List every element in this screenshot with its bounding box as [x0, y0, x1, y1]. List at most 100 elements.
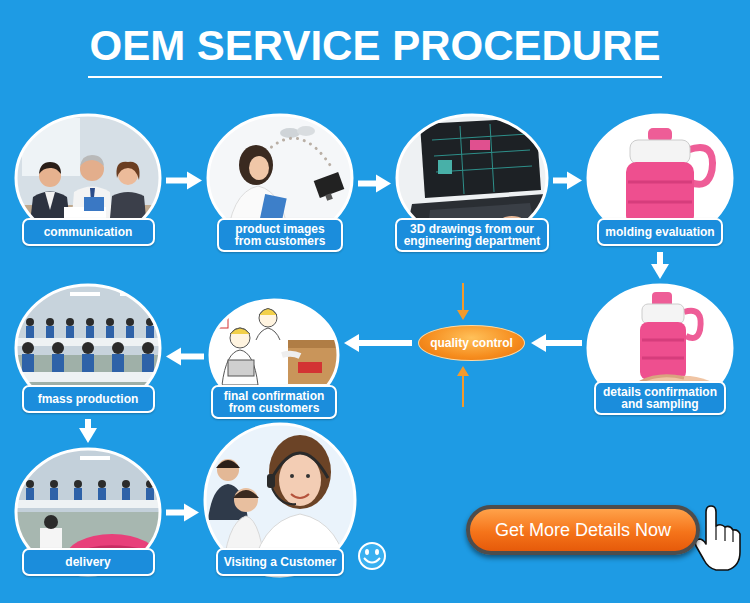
cartoon-picture: [228, 360, 254, 376]
warehouse-photo: [122, 488, 130, 500]
bottle-photo: [626, 162, 694, 226]
step-label: molding evaluation: [597, 218, 723, 246]
flow-arrow: [166, 504, 199, 522]
flow-arrow: [651, 252, 669, 279]
label-text: final confirmation from customers: [216, 390, 332, 414]
photo-frame: [16, 449, 160, 575]
meeting-photo: [10, 110, 170, 250]
factory-photo: [82, 354, 94, 372]
label-text: 3D drawings from our engineering departm…: [400, 223, 544, 247]
customer-photo: [280, 128, 300, 138]
step-label: 3D drawings from our engineering departm…: [395, 218, 549, 252]
meeting-photo: [22, 118, 80, 176]
step-label: delivery: [22, 548, 155, 576]
factory-photo: [10, 280, 170, 420]
sample-photo: [580, 280, 740, 420]
label-text: molding evaluation: [602, 226, 718, 238]
step-label: communication: [22, 218, 155, 246]
step-node: molding evaluation: [588, 115, 732, 246]
meeting-photo: [116, 162, 139, 180]
factory-photo: [86, 318, 94, 326]
meeting-photo: [80, 155, 104, 166]
smiley-icon: [359, 543, 385, 569]
arrow-head: [166, 348, 181, 366]
label-text: product images from customers: [222, 223, 338, 247]
factory-photo: [142, 354, 154, 372]
factory-photo: [46, 318, 54, 326]
step-label: Visiting a Customer: [216, 548, 344, 576]
label-text: quality control: [430, 336, 513, 350]
factory-photo: [22, 354, 34, 372]
flow-arrow: [358, 175, 391, 193]
warehouse-photo: [122, 480, 130, 488]
factory-photo: [82, 342, 94, 354]
quality-control-ellipse: quality control: [418, 325, 525, 361]
factory-photo: [112, 354, 124, 372]
factory-photo: [70, 292, 100, 296]
step-label: fmass production: [22, 385, 155, 413]
flow-arrow: [553, 172, 582, 190]
warehouse-photo: [98, 488, 106, 500]
feed-arrow: [457, 310, 469, 320]
flow-arrow: [166, 172, 202, 190]
warehouse-photo: [14, 500, 164, 508]
warehouse-photo: [74, 488, 82, 500]
call-center-photo: [200, 420, 360, 582]
smiley-icon: [365, 549, 369, 555]
arrow-head: [567, 172, 582, 190]
factory-photo: [86, 326, 94, 338]
factory-photo: [10, 355, 170, 420]
cartoon-picture: [288, 340, 340, 348]
arrow-head: [79, 428, 97, 443]
arrow-shaft: [543, 340, 582, 346]
feed-arrow: [462, 283, 464, 312]
step-node: final confirmation from customers: [210, 300, 338, 419]
factory-photo: [146, 326, 154, 338]
bottle-photo: [628, 182, 692, 202]
laptop-photo: [432, 124, 532, 194]
call-center-photo: [200, 420, 360, 580]
cartoon-picture: [222, 350, 258, 385]
sample-photo: [642, 340, 684, 358]
factory-photo: [112, 342, 124, 354]
warehouse-photo: [26, 488, 154, 500]
meeting-photo: [84, 197, 104, 211]
factory-photo: [22, 326, 154, 372]
call-center-photo: [267, 474, 275, 488]
sample-photo: [640, 322, 686, 380]
customer-photo: [239, 145, 273, 185]
feed-arrow: [462, 374, 464, 407]
arrow-head: [376, 175, 391, 193]
arrow-head: [651, 264, 669, 279]
cartoon-picture: [259, 309, 277, 327]
step-node: communication: [16, 115, 160, 246]
warehouse-photo: [44, 515, 58, 529]
title-underline: [88, 76, 662, 78]
warehouse-photo: [10, 445, 170, 585]
call-center-photo: [233, 490, 259, 498]
step-node: Visiting a Customer: [205, 424, 355, 576]
arrow-head: [184, 504, 199, 522]
step-node: 3D drawings from our engineering departm…: [397, 115, 547, 252]
hand-cursor: [695, 506, 740, 570]
factory-photo: [106, 326, 114, 338]
customer-photo: [266, 138, 332, 168]
factory-photo: [22, 342, 34, 354]
photo-frame: [205, 424, 355, 576]
laptop-photo: [390, 110, 555, 250]
sample-photo: [642, 304, 684, 324]
arrow-shaft: [166, 510, 187, 516]
warehouse-photo: [10, 445, 170, 586]
sample-photo: [580, 280, 740, 420]
step-label: product images from customers: [217, 218, 343, 252]
label-text: details confirmation and sampling: [599, 386, 721, 410]
smiley-icon: [364, 558, 380, 563]
title: OEM SERVICE PROCEDURE: [0, 22, 750, 70]
warehouse-photo: [74, 480, 82, 488]
call-center-photo: [234, 488, 258, 512]
factory-photo: [52, 342, 64, 354]
factory-photo: [66, 326, 74, 338]
factory-photo: [10, 280, 170, 420]
warehouse-photo: [26, 488, 34, 500]
step-node: details confirmation and sampling: [588, 285, 732, 415]
